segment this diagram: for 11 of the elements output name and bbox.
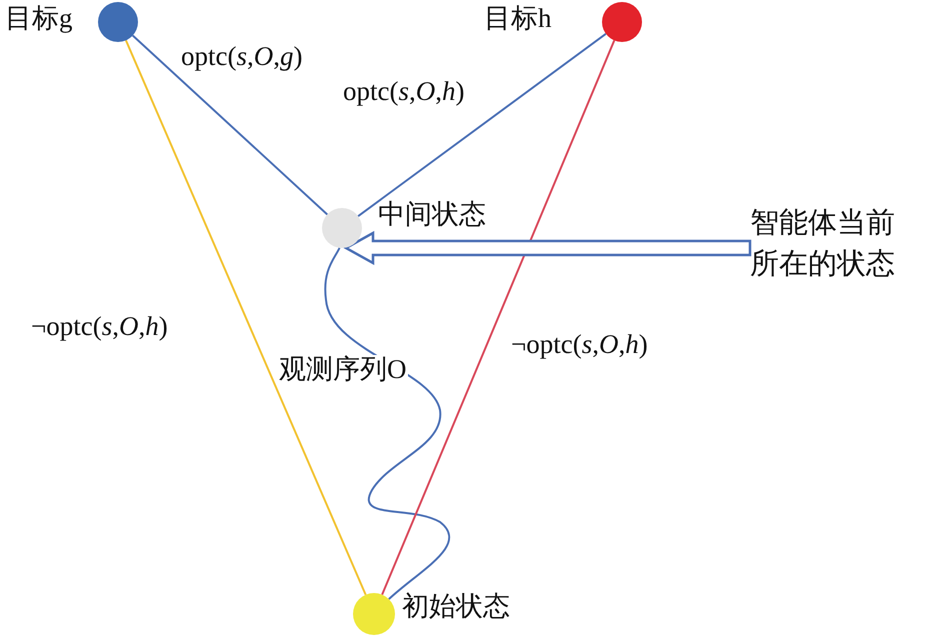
edge-label: 观测序列O	[278, 355, 408, 385]
line	[125, 40, 367, 596]
node-label: 目标g	[5, 4, 72, 34]
line	[358, 33, 606, 217]
hollow-arrow	[343, 230, 752, 266]
node-label: 中间状态	[378, 200, 486, 230]
line	[132, 34, 328, 216]
node-label: 初始状态	[402, 592, 510, 622]
wavy-line	[324, 247, 450, 600]
state-note: 智能体当前所在的状态	[750, 206, 896, 282]
node-label: 目标h	[484, 4, 552, 34]
